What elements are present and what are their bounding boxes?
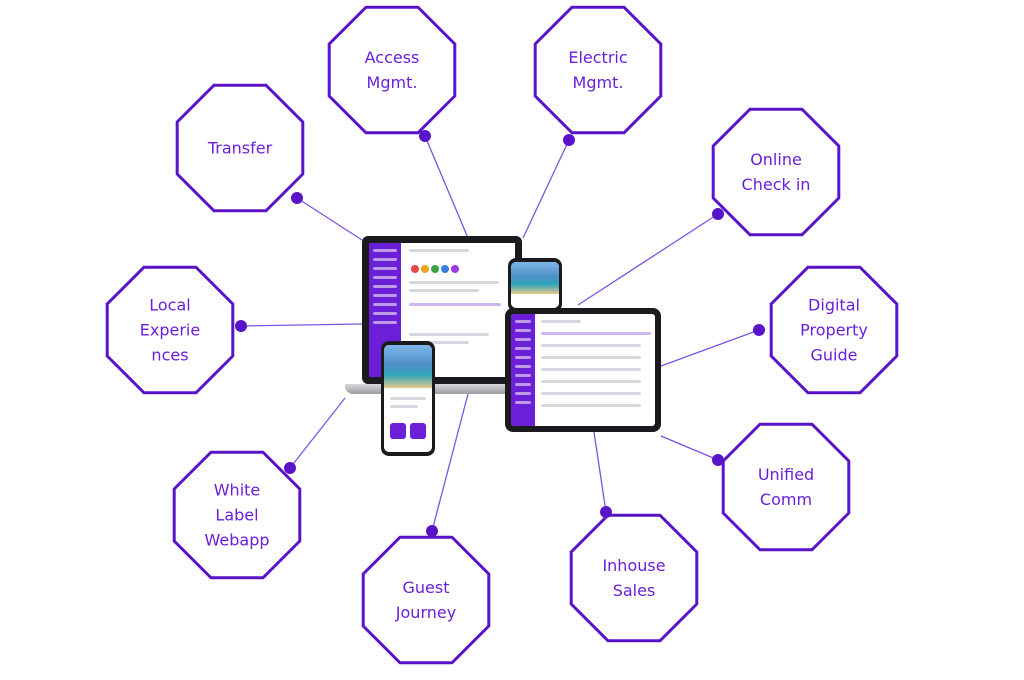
octagon-guide (769, 265, 899, 395)
connector-webapp (289, 397, 346, 469)
node-label-line: Mgmt. (366, 73, 418, 92)
node-label-line: Transfer (207, 138, 273, 158)
node-label-line: Sales (612, 581, 656, 600)
connector-dot-unified (712, 454, 724, 466)
node-label-line: Access (364, 48, 420, 67)
connector-dot-local (235, 320, 247, 332)
connector-local (240, 323, 363, 327)
connector-dot-access (419, 130, 431, 142)
node-label-line: Experie (139, 320, 201, 340)
octagon-checkin (711, 107, 841, 237)
connector-access (424, 135, 469, 239)
node-label-line: Electric (568, 48, 628, 67)
node-label-line: Webapp (204, 530, 270, 550)
octagon-transfer (175, 83, 305, 213)
connector-dot-sales (600, 506, 612, 518)
octagon-sales (569, 513, 699, 643)
connector-dot-journey (426, 525, 438, 537)
connector-journey (431, 393, 469, 532)
octagon-journey (361, 535, 491, 665)
node-label-line: nces (151, 345, 189, 365)
connector-sales (593, 431, 607, 513)
octagon-electric (533, 5, 663, 135)
octagon-webapp (172, 450, 302, 580)
connector-dot-checkin (712, 208, 724, 220)
node-label-transfer: Transfer (208, 136, 272, 161)
node-label-line: Mgmt. (572, 73, 624, 92)
connector-dot-webapp (284, 462, 296, 474)
connector-electric (522, 139, 570, 239)
laptop-base (345, 384, 543, 394)
tablet (505, 308, 661, 432)
connector-dot-electric (563, 134, 575, 146)
node-label-line: Online (750, 150, 802, 169)
node-label-line: Digital (808, 295, 860, 315)
node-label-line: Local (149, 295, 191, 315)
node-label-line: Journey (395, 603, 457, 622)
node-label-line: Inhouse (602, 556, 666, 575)
node-label-line: Unified (757, 465, 815, 484)
connector-dot-guide (753, 324, 765, 336)
node-label-line: Comm (759, 490, 813, 509)
phone-small (508, 258, 562, 312)
node-label-line: Property (800, 320, 868, 340)
node-label-line: Guide (810, 345, 858, 365)
connector-guide (660, 329, 760, 367)
phone-large (381, 341, 435, 456)
node-label-line: Check in (741, 175, 811, 194)
laptop-screen (362, 236, 522, 384)
connector-transfer (296, 197, 363, 241)
node-label-line: White (213, 480, 261, 500)
connector-checkin (577, 213, 719, 306)
node-label-line: Guest (402, 578, 450, 597)
node-label-line: Label (215, 505, 259, 525)
connector-dot-transfer (291, 192, 303, 204)
octagon-access (327, 5, 457, 135)
octagon-local (105, 265, 235, 395)
connector-unified (660, 435, 719, 461)
